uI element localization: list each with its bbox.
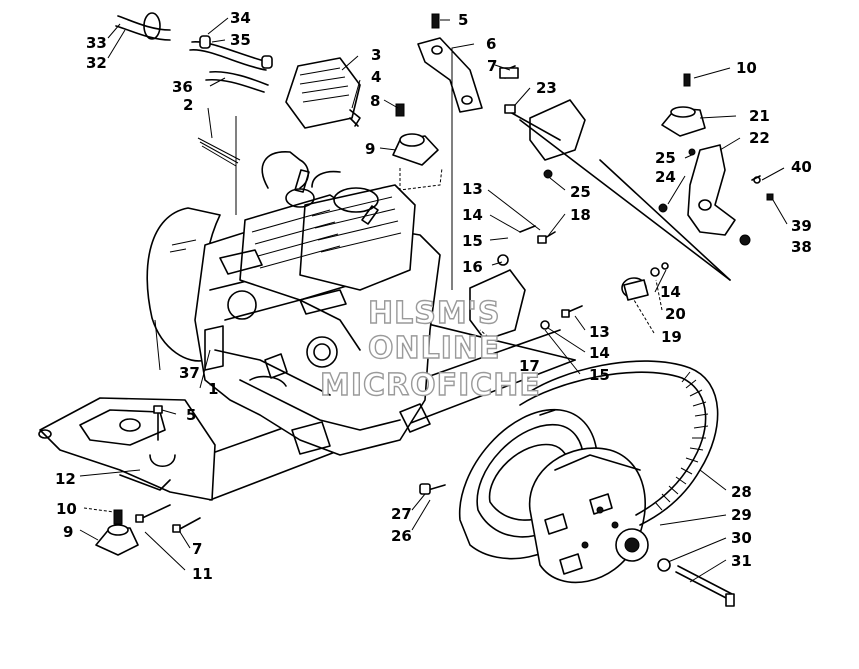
callout-14-right: 14 xyxy=(660,283,681,301)
callout-28: 28 xyxy=(731,483,752,501)
callout-9-upper: 9 xyxy=(365,140,375,158)
callout-21: 21 xyxy=(749,107,770,125)
right-mount xyxy=(658,73,751,246)
torque-bracket xyxy=(504,99,731,281)
callout-31: 31 xyxy=(731,552,752,570)
clutch-assembly xyxy=(459,409,735,607)
callout-24: 24 xyxy=(655,168,676,186)
callout-3: 3 xyxy=(371,46,381,64)
callout-14-mid: 14 xyxy=(589,344,610,362)
callout-15-top: 15 xyxy=(462,232,483,250)
side-bracket xyxy=(469,225,583,341)
callout-10-lower: 10 xyxy=(56,500,77,518)
callout-32: 32 xyxy=(86,54,107,72)
rubber-mount-lower xyxy=(95,509,139,556)
callout-33: 33 xyxy=(86,34,107,52)
callout-36: 36 xyxy=(172,78,193,96)
callout-39: 39 xyxy=(791,217,812,235)
small-hardware xyxy=(349,13,774,201)
leader-lines xyxy=(79,17,788,583)
callout-2: 2 xyxy=(183,96,193,114)
callout-18: 18 xyxy=(570,206,591,224)
engine-mount-plate xyxy=(38,397,216,501)
callout-16: 16 xyxy=(462,258,483,276)
watermark-line-2: ONLINE xyxy=(368,331,501,366)
callout-13-right: 13 xyxy=(589,323,610,341)
callout-40: 40 xyxy=(791,158,812,176)
callout-20: 20 xyxy=(665,305,686,323)
callout-35: 35 xyxy=(230,31,251,49)
callout-25-mid: 25 xyxy=(570,183,591,201)
callout-13-top: 13 xyxy=(462,180,483,198)
watermark: HLSM'S ONLINE MICROFICHE xyxy=(319,295,541,403)
callout-12: 12 xyxy=(55,470,76,488)
callout-11: 11 xyxy=(192,565,213,583)
parts-artwork xyxy=(38,12,774,607)
crank-bolt xyxy=(419,483,446,495)
callout-6: 6 xyxy=(486,35,496,53)
callout-8: 8 xyxy=(370,92,380,110)
callout-19: 19 xyxy=(661,328,682,346)
callout-23: 23 xyxy=(536,79,557,97)
callout-30: 30 xyxy=(731,529,752,547)
callout-27: 27 xyxy=(391,505,412,523)
upper-bracket xyxy=(392,37,483,191)
watermark-line-3: MICROFICHE xyxy=(320,368,541,403)
callout-37: 37 xyxy=(179,364,200,382)
callout-14-top: 14 xyxy=(462,206,483,224)
bumper xyxy=(621,262,669,301)
callout-labels: 1 2 3 4 5 5 6 7 7 8 9 9 10 10 11 12 13 1… xyxy=(55,9,812,583)
cylinder-heads xyxy=(239,151,416,301)
lower-bolts xyxy=(135,405,201,533)
callout-34: 34 xyxy=(230,9,251,27)
hoses xyxy=(115,12,273,93)
callout-38: 38 xyxy=(791,238,812,256)
drive-belt xyxy=(519,360,719,526)
callout-17: 17 xyxy=(519,357,540,375)
callout-22: 22 xyxy=(749,129,770,147)
callout-4: 4 xyxy=(371,68,381,86)
callout-1: 1 xyxy=(208,380,218,398)
callout-5-lower: 5 xyxy=(186,406,196,424)
callout-9-lower: 9 xyxy=(63,523,73,541)
callout-7-lower: 7 xyxy=(192,540,202,558)
callout-10-top: 10 xyxy=(736,59,757,77)
shroud-bracket xyxy=(285,57,361,129)
callout-26: 26 xyxy=(391,527,412,545)
callout-7-top: 7 xyxy=(487,57,497,75)
cable xyxy=(197,137,241,167)
callout-29: 29 xyxy=(731,506,752,524)
exhaust-ports xyxy=(219,249,347,315)
watermark-line-1: HLSM'S xyxy=(368,296,500,331)
callout-5-top: 5 xyxy=(458,11,468,29)
callout-25-right: 25 xyxy=(655,149,676,167)
callout-15-right: 15 xyxy=(589,366,610,384)
